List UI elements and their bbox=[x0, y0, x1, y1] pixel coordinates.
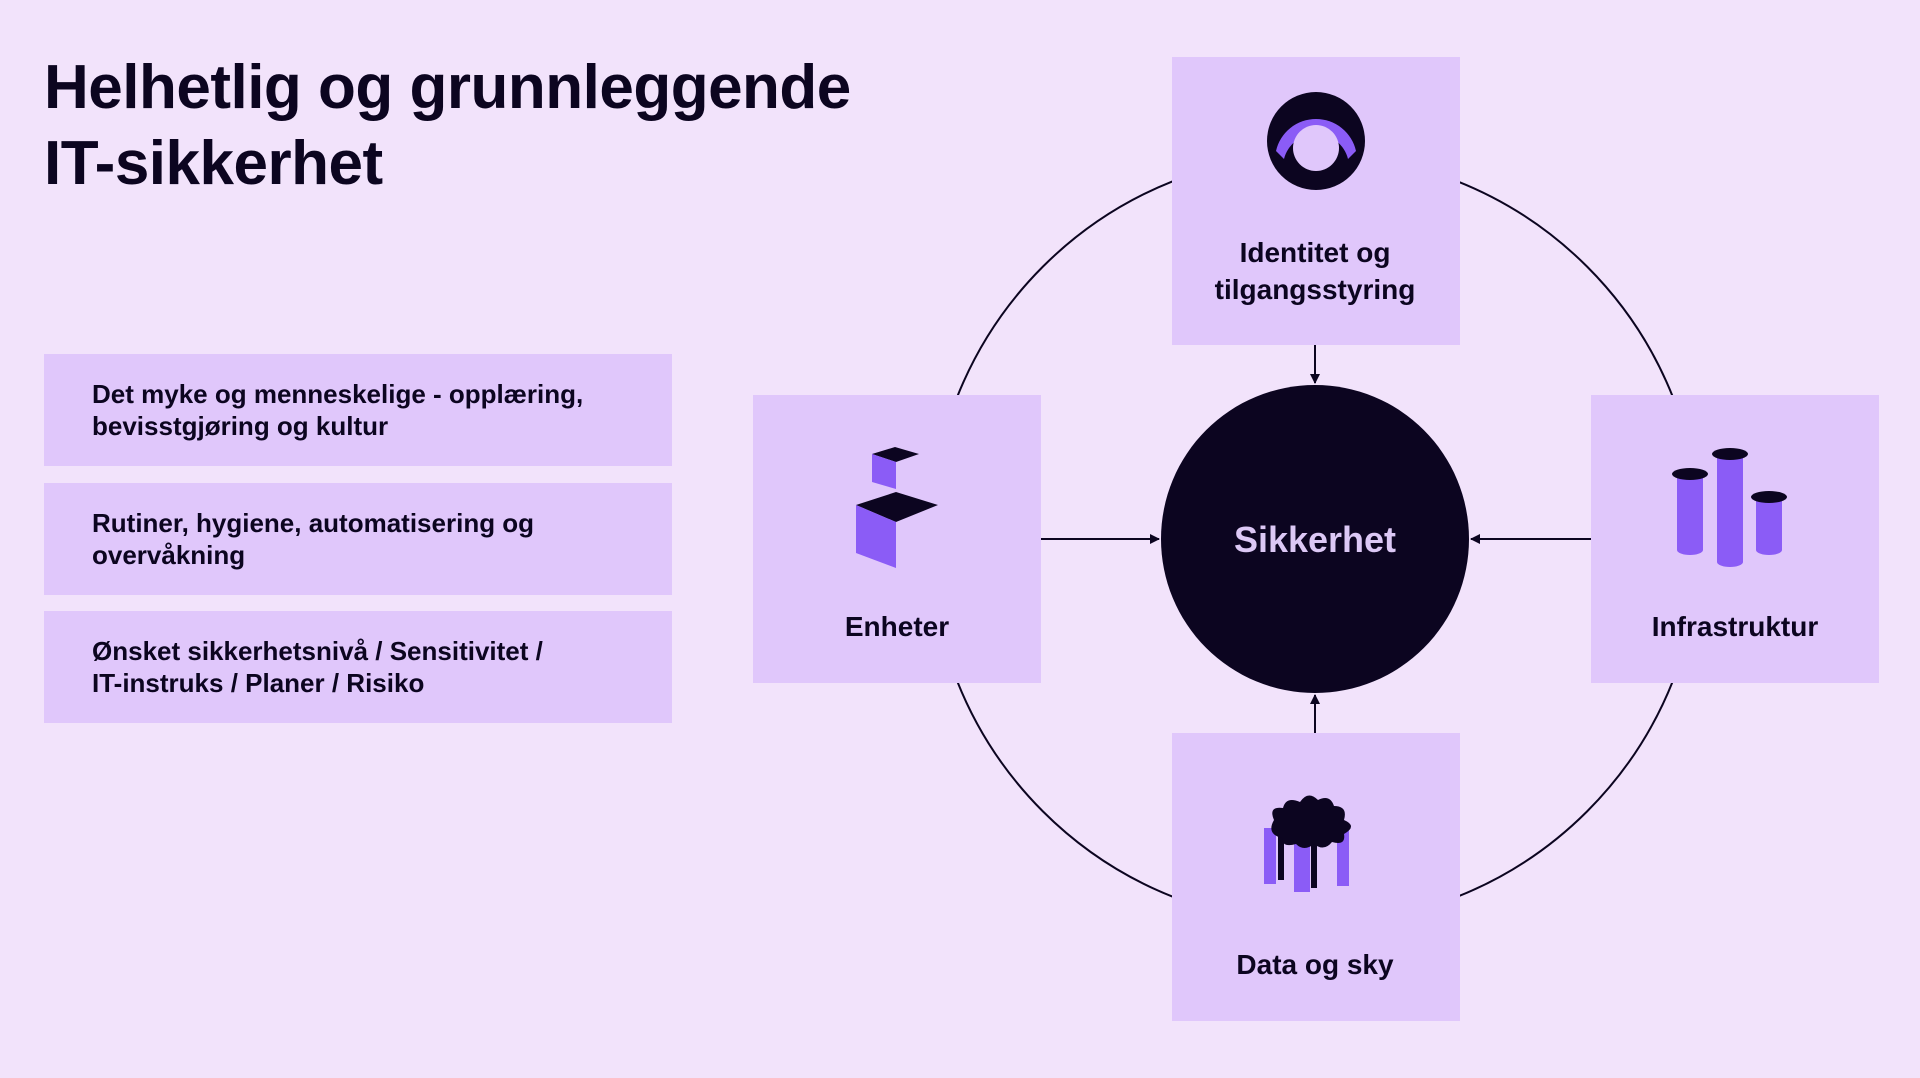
center-label: Sikkerhet bbox=[1234, 519, 1396, 560]
info-box-text: bevisstgjøring og kultur bbox=[92, 411, 389, 441]
info-box-text: Rutiner, hygiene, automatisering og bbox=[92, 508, 535, 538]
info-box-text: Ønsket sikkerhetsnivå / Sensitivitet / bbox=[92, 636, 543, 666]
center-circle bbox=[1161, 385, 1469, 693]
title-line-1: Helhetlig og grunnleggende bbox=[44, 53, 851, 122]
node-label-data-cloud: Data og sky bbox=[1236, 949, 1394, 980]
info-box-security-level: Ønsket sikkerhetsnivå / Sensitivitet / I… bbox=[44, 611, 672, 723]
info-box-text: IT-instruks / Planer / Risiko bbox=[92, 668, 425, 698]
page-title: Helhetlig og grunnleggende IT-sikkerhet bbox=[44, 50, 851, 202]
cylinders-icon bbox=[1672, 448, 1787, 567]
node-label-identity-line2: tilgangsstyring bbox=[1215, 274, 1416, 305]
info-box-culture: Det myke og menneskelige - opplæring, be… bbox=[44, 354, 672, 466]
title-line-2: IT-sikkerhet bbox=[44, 129, 383, 198]
node-box-devices bbox=[753, 395, 1041, 683]
info-box-routines: Rutiner, hygiene, automatisering og over… bbox=[44, 483, 672, 595]
stacked-cubes-icon bbox=[856, 447, 938, 568]
node-label-infrastructure: Infrastruktur bbox=[1652, 611, 1819, 642]
cloud-data-icon bbox=[1264, 795, 1351, 892]
info-box-text: overvåkning bbox=[92, 540, 246, 570]
identity-ring-icon bbox=[1267, 92, 1365, 190]
node-label-devices: Enheter bbox=[845, 611, 949, 642]
info-box-text: Det myke og menneskelige - opplæring, bbox=[92, 379, 584, 409]
node-label-identity-line1: Identitet og bbox=[1240, 237, 1391, 268]
